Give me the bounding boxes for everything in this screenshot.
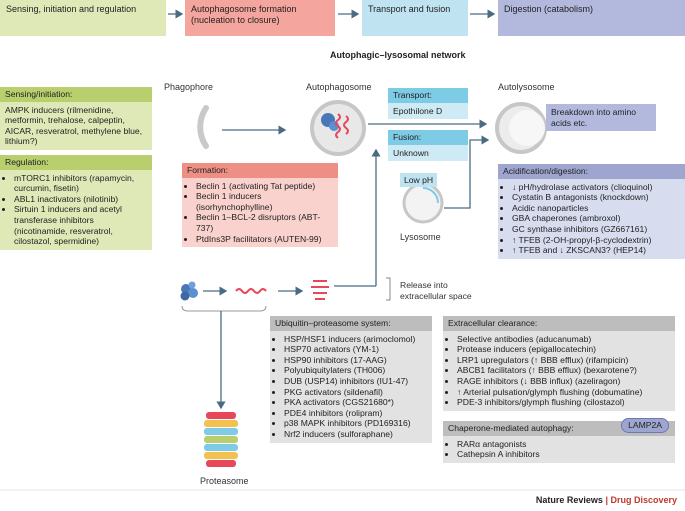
acidification-box: Acidification/digestion: ↓ pH/hydrolase …	[498, 164, 685, 259]
autophagosome-label: Autophagosome	[306, 82, 372, 92]
stage-digestion-header: Digestion (catabolism)	[498, 0, 685, 36]
list-item: ABL1 inactivators (nilotinib)	[14, 194, 147, 205]
list-item: HSP70 activators (YM-1)	[284, 344, 427, 355]
regulation-list: mTORC1 inhibitors (rapamycin, curcumin, …	[5, 173, 147, 247]
list-item: PtdIns3P facilitators (AUTEN-99)	[196, 234, 333, 245]
formation-list: Beclin 1 (activating Tat peptide) Beclin…	[187, 181, 333, 245]
list-item: Beclin 1 inducers (isorhynchophylline)	[196, 191, 333, 212]
ups-title: Ubiquitin–proteasome system:	[270, 316, 432, 331]
journal-section: Drug Discovery	[610, 495, 677, 505]
stage-sensing-header: Sensing, initiation and regulation	[0, 0, 166, 36]
list-item: PDE4 inhibitors (rolipram)	[284, 408, 427, 419]
extracellular-list: Selective antibodies (aducanumab) Protea…	[448, 334, 670, 408]
phagophore-label: Phagophore	[164, 82, 214, 92]
acidification-list: ↓ pH/hydrolase activators (clioquinol) C…	[503, 182, 680, 256]
list-item: PDE-3 inhibitors/glymph flushing (cilost…	[457, 397, 670, 408]
formation-box: Formation: Beclin 1 (activating Tat pept…	[182, 163, 338, 248]
stage-transport-header: Transport and fusion	[362, 0, 468, 36]
list-item: RAGE inhibitors (↓ BBB influx) (azelirag…	[457, 376, 670, 387]
lysosome-shape	[402, 182, 444, 224]
list-item: HSP90 inhibitors (17-AAG)	[284, 355, 427, 366]
list-item: ABCB1 facilitators (↑ BBB efflux) (bexar…	[457, 365, 670, 376]
list-item: p38 MAPK inhibitors (PD169316)	[284, 418, 427, 429]
list-item: Cathepsin A inhibitors	[457, 449, 670, 460]
transport-box: Transport: Epothilone D	[388, 88, 468, 120]
cma-list: RARα antagonists Cathepsin A inhibitors	[448, 439, 670, 460]
list-item: ↑ TFEB (2-OH-propyl-β-cyclodextrin)	[512, 235, 680, 246]
proteasome-label: Proteasome	[200, 476, 249, 486]
cma-box: Chaperone-mediated autophagy: LAMP2A RAR…	[443, 418, 675, 463]
list-item: mTORC1 inhibitors (rapamycin, curcumin, …	[14, 173, 147, 194]
list-item: ↑ Arterial pulsation/glymph flushing (do…	[457, 387, 670, 398]
extracellular-box: Extracellular clearance: Selective antib…	[443, 316, 675, 411]
stage-sensing-label: Sensing, initiation and regulation	[6, 4, 137, 14]
transport-title: Transport:	[388, 88, 468, 103]
stage-formation-header: Autophagosome formation (nucleation to c…	[185, 0, 335, 36]
acidification-title: Acidification/digestion:	[498, 164, 685, 179]
arrow-lysosome-to-autolysosome	[444, 135, 490, 209]
regulation-title: Regulation:	[0, 155, 152, 170]
list-item: Protease inducers (epigallocatechin)	[457, 344, 670, 355]
lysosome-label: Lysosome	[400, 232, 441, 242]
autolysosome-shape	[495, 102, 547, 154]
low-ph-badge: Low pH	[400, 173, 438, 187]
protein-bracket	[181, 305, 267, 312]
lamp2a-badge: LAMP2A	[621, 418, 669, 433]
release-label: Release into extracellular space	[400, 280, 472, 301]
fusion-text: Unknown	[388, 144, 468, 162]
list-item: LRP1 upregulators (↑ BBB efflux) (rifamp…	[457, 355, 670, 366]
fusion-box: Fusion: Unknown	[388, 130, 468, 162]
list-item: DUB (USP14) inhibitors (IU1-47)	[284, 376, 427, 387]
cma-title: Chaperone-mediated autophagy:	[448, 423, 574, 433]
list-item: Cystatin B antagonists (knockdown)	[512, 192, 680, 203]
stage-digestion-label: Digestion (catabolism)	[504, 4, 594, 14]
list-item: Beclin 1 (activating Tat peptide)	[196, 181, 333, 192]
fusion-title: Fusion:	[388, 130, 468, 145]
list-item: Polyubiquitylaters (TH006)	[284, 365, 427, 376]
stage-transport-label: Transport and fusion	[368, 4, 451, 14]
ubiquitinated-protein-cluster	[180, 281, 198, 301]
ups-list: HSP/HSF1 inducers (arimoclomol) HSP70 ac…	[275, 334, 427, 440]
phagophore-shape	[197, 105, 209, 149]
list-item: GBA chaperones (ambroxol)	[512, 213, 680, 224]
autophagosome-shape	[310, 100, 366, 156]
footer-separator: |	[602, 495, 611, 505]
ups-box: Ubiquitin–proteasome system: HSP/HSF1 in…	[270, 316, 432, 443]
sensing-box: Sensing/initiation: AMPK inducers (rilme…	[0, 87, 152, 150]
sensing-title: Sensing/initiation:	[0, 87, 152, 102]
list-item: GC synthase inhibitors (GZ667161)	[512, 224, 680, 235]
list-item: Beclin 1–BCL-2 disruptors (ABT-737)	[196, 212, 333, 233]
proteasome-shape	[204, 412, 238, 467]
journal-name: Nature Reviews	[535, 495, 603, 505]
journal-footer: Nature Reviews | Drug Discovery	[536, 495, 677, 505]
formation-title: Formation:	[182, 163, 338, 178]
list-item: PKG activators (sildenafil)	[284, 387, 427, 398]
extracellular-title: Extracellular clearance:	[443, 316, 675, 331]
transport-text: Epothilone D	[388, 102, 468, 120]
list-item: Sirtuin 1 inducers and acetyl transferas…	[14, 204, 147, 246]
breakdown-callout: Breakdown into amino acids etc.	[546, 104, 656, 132]
low-ph-text: Low pH	[404, 175, 434, 185]
cma-title-bar: Chaperone-mediated autophagy: LAMP2A	[443, 418, 675, 436]
peptide-fragments	[311, 280, 329, 300]
list-item: ↑ TFEB and ↓ ZKSCAN3? (HEP14)	[512, 245, 680, 256]
breakdown-text: Breakdown into amino acids etc.	[551, 107, 637, 128]
autolysosome-label: Autolysosome	[498, 82, 555, 92]
list-item: PKA activators (CGS21680*)	[284, 397, 427, 408]
list-item: Nrf2 inducers (sulforaphane)	[284, 429, 427, 440]
network-title: Autophagic–lysosomal network	[330, 50, 466, 60]
regulation-box: Regulation: mTORC1 inhibitors (rapamycin…	[0, 155, 152, 250]
list-item: Selective antibodies (aducanumab)	[457, 334, 670, 345]
list-item: Acidic nanoparticles	[512, 203, 680, 214]
list-item: RARα antagonists	[457, 439, 670, 450]
sensing-text: AMPK inducers (rilmenidine, metformin, t…	[0, 101, 152, 150]
stage-formation-label: Autophagosome formation (nucleation to c…	[191, 4, 297, 25]
unfolded-protein-strand	[235, 288, 267, 294]
list-item: HSP/HSF1 inducers (arimoclomol)	[284, 334, 427, 345]
list-item: ↓ pH/hydrolase activators (clioquinol)	[512, 182, 680, 193]
release-bracket	[386, 277, 391, 301]
